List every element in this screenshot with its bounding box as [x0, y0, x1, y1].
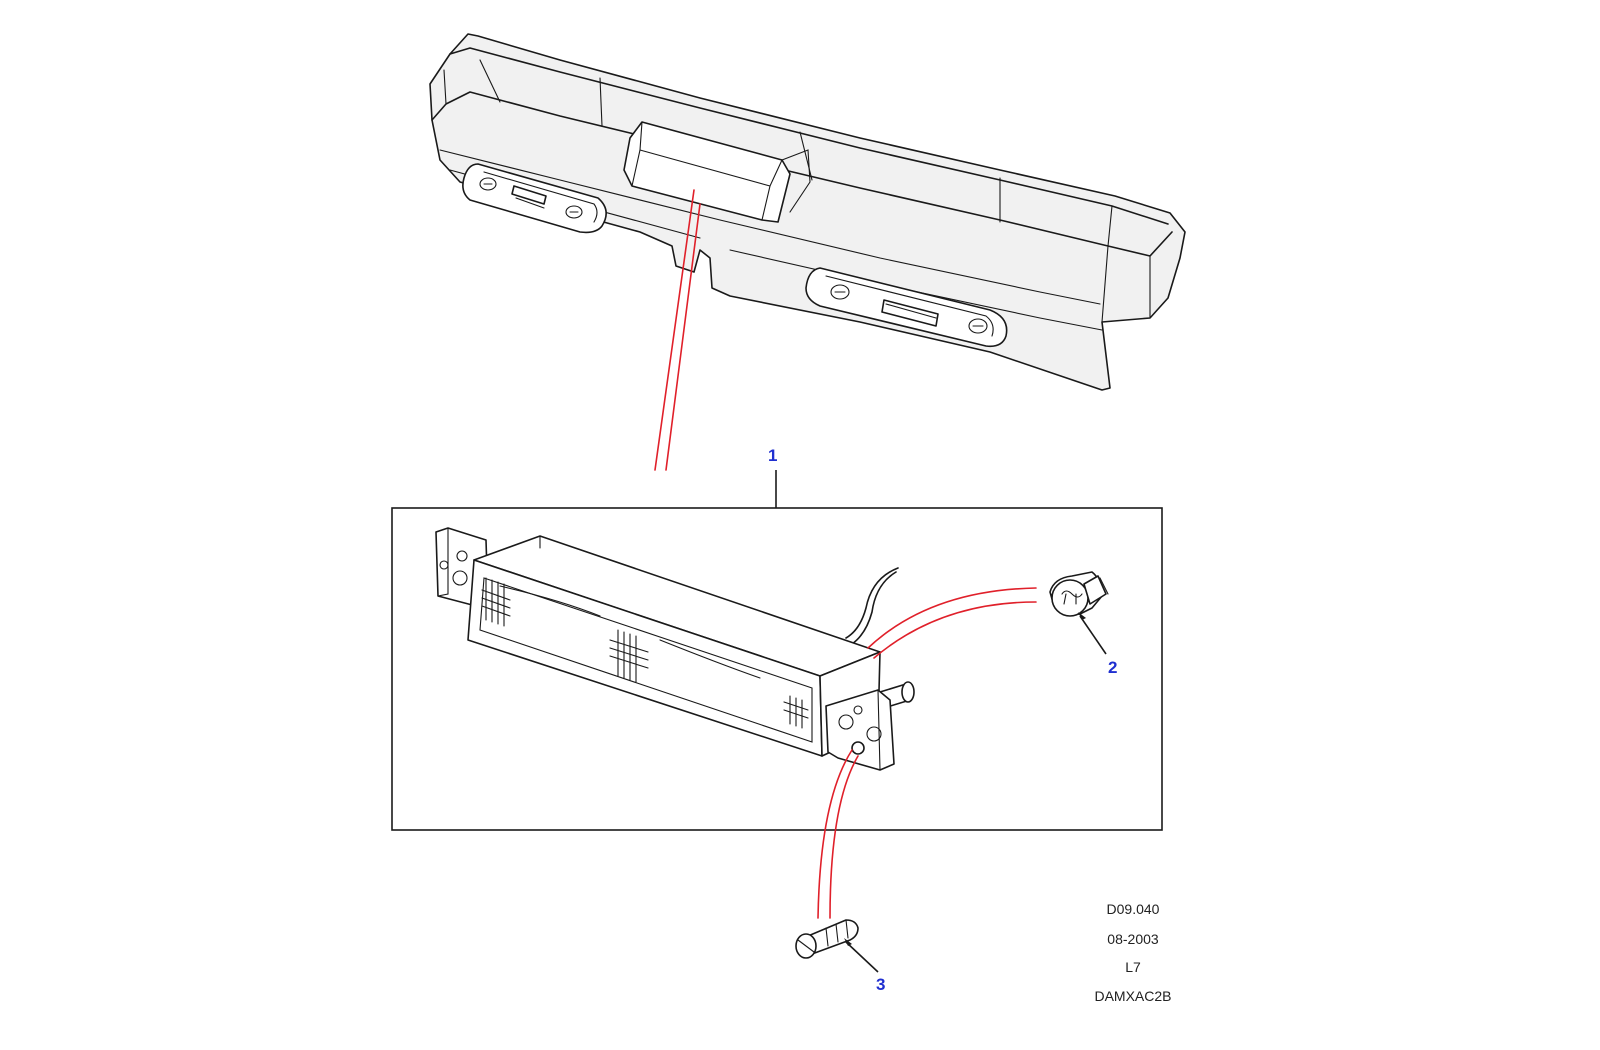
diagram-date: 08-2003	[1107, 931, 1159, 947]
diagram-code: D09.040	[1107, 901, 1160, 917]
screw-leader	[817, 749, 859, 919]
callout-2: 2	[1078, 612, 1117, 677]
lens-pattern-left	[481, 577, 511, 627]
trim-panel	[429, 33, 1186, 391]
callout-3-label: 3	[876, 975, 885, 994]
bulb-leader	[867, 587, 1037, 659]
right-reflector	[805, 267, 1008, 348]
assembly-frame	[391, 507, 1163, 831]
callout-1-label: 1	[768, 446, 777, 465]
model-code: L7	[1125, 959, 1141, 975]
bulb	[1049, 571, 1109, 617]
location-leader	[654, 189, 701, 471]
left-reflector	[462, 163, 607, 234]
callout-1: 1	[768, 446, 777, 508]
screw	[795, 919, 859, 959]
callout-2-label: 2	[1108, 658, 1117, 677]
lens-pattern-centre	[609, 629, 649, 683]
reference-block: D09.040 08-2003 L7 DAMXAC2B	[1094, 901, 1171, 1004]
callout-3: 3	[844, 938, 885, 994]
stop-lamp-assembly	[435, 527, 915, 771]
part-number: DAMXAC2B	[1094, 988, 1171, 1004]
lens-pattern-right	[783, 695, 809, 729]
